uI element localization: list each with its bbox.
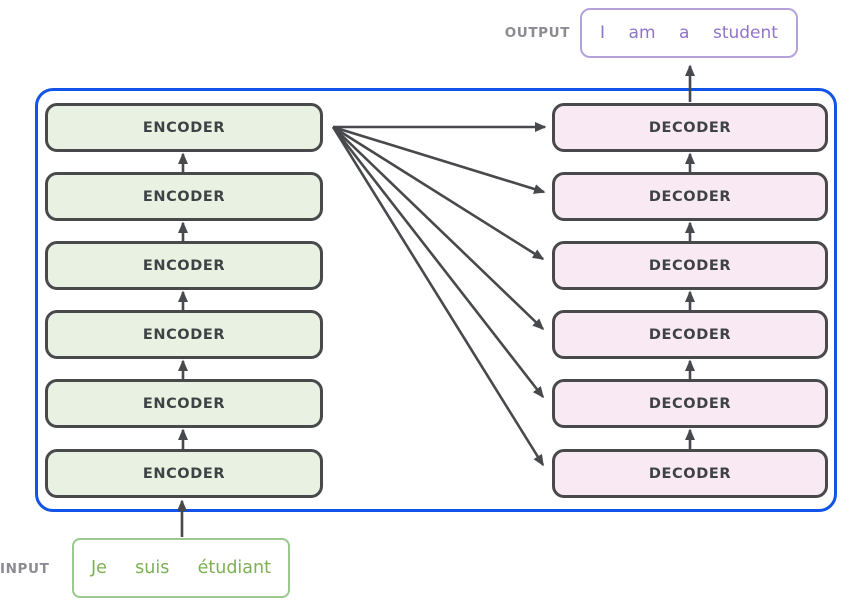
encoder-box-1: ENCODER <box>45 449 323 498</box>
input-word-1: suis <box>135 558 170 578</box>
encoder-box-5: ENCODER <box>45 172 323 221</box>
encoder-box-3: ENCODER <box>45 310 323 359</box>
encoder-box-6: ENCODER <box>45 103 323 152</box>
decoder-box-5: DECODER <box>552 172 828 221</box>
output-word-2: a <box>679 23 690 43</box>
output-word-3: student <box>712 23 778 43</box>
decoder-box-6: DECODER <box>552 103 828 152</box>
input-sentence-box: Je suis étudiant <box>72 538 290 598</box>
input-word-2: étudiant <box>197 558 271 578</box>
output-word-1: am <box>628 23 656 43</box>
decoder-box-2: DECODER <box>552 379 828 428</box>
encoder-box-4: ENCODER <box>45 241 323 290</box>
decoder-box-3: DECODER <box>552 310 828 359</box>
output-word-0: I <box>600 23 606 43</box>
input-word-0: Je <box>91 558 107 578</box>
decoder-box-1: DECODER <box>552 449 828 498</box>
input-label: INPUT <box>0 561 50 577</box>
encoder-box-2: ENCODER <box>45 379 323 428</box>
decoder-box-4: DECODER <box>552 241 828 290</box>
output-label: OUTPUT <box>504 25 570 41</box>
